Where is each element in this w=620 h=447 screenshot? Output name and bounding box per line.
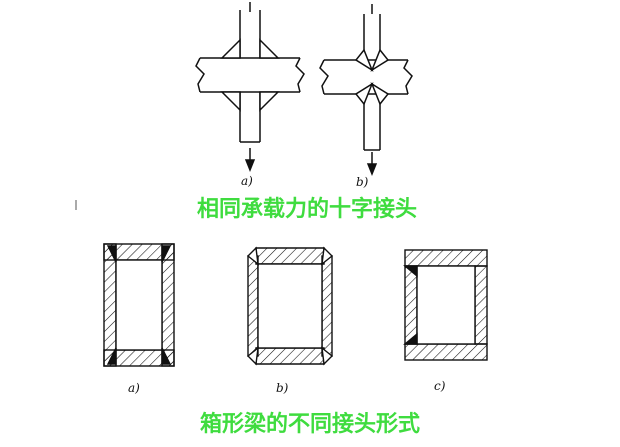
label-bottom-c: c) bbox=[434, 379, 446, 393]
cruciform-joint-a bbox=[195, 2, 305, 173]
box-beam-b bbox=[246, 246, 334, 366]
caption-cruciform-joint: 相同承载力的十字接头 bbox=[197, 196, 417, 222]
box-beam-c bbox=[403, 249, 488, 361]
label-top-b: b) bbox=[356, 175, 369, 189]
label-bottom-a: a) bbox=[128, 381, 140, 395]
box-beam-a bbox=[103, 243, 175, 367]
label-bottom-b: b) bbox=[276, 381, 289, 395]
cruciform-joint-b bbox=[319, 4, 413, 177]
caption-box-beam-joints: 箱形梁的不同接头形式 bbox=[200, 411, 420, 437]
label-top-a: a) bbox=[241, 174, 253, 188]
